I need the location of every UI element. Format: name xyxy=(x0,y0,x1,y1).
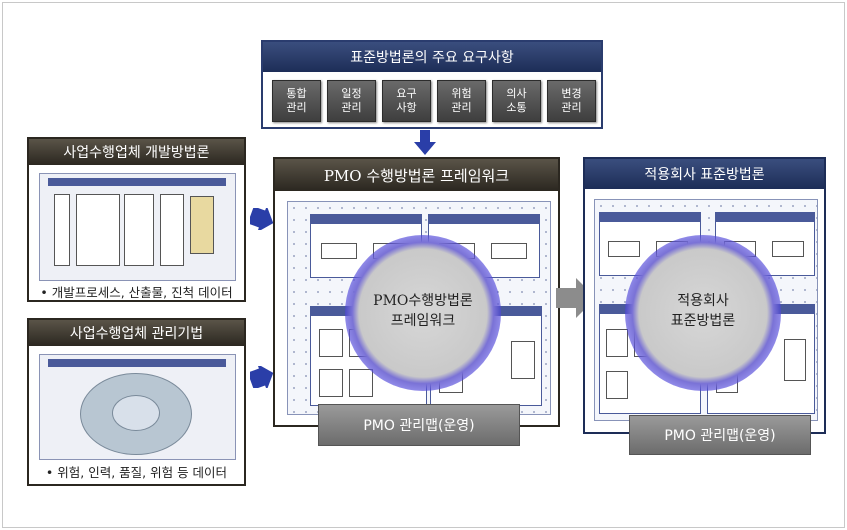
req-integration: 통합 관리 xyxy=(272,80,321,122)
right-arrow-bottom xyxy=(250,366,274,388)
company-standard-panel: 적용회사 표준방법론 적용회사 표준방법론 xyxy=(583,157,826,434)
management-technique-thumbnail xyxy=(39,354,236,460)
req-risk: 위험 관리 xyxy=(437,80,486,122)
dev-methodology-title: 사업수행업체 개발방법론 xyxy=(29,139,244,165)
pmo-framework-panel: PMO 수행방법론 프레임워크 PMO수행방법론 프레임워크 xyxy=(273,157,560,427)
company-standard-title: 적용회사 표준방법론 xyxy=(585,159,824,189)
requirements-box: 표준방법론의 주요 요구사항 통합 관리 일정 관리 요구 사항 위험 관리 의… xyxy=(261,40,603,129)
req-communication: 의사 소통 xyxy=(492,80,541,122)
req-change: 변경 관리 xyxy=(547,80,596,122)
dev-methodology-thumbnail xyxy=(39,173,236,281)
right-arrow-top xyxy=(250,208,274,230)
management-technique-caption: • 위험, 인력, 품질, 위험 등 데이터 xyxy=(45,465,228,480)
req-requirements: 요구 사항 xyxy=(382,80,431,122)
pmo-map-right: PMO 관리맵(운영) xyxy=(629,415,811,455)
dev-methodology-panel: 사업수행업체 개발방법론 • 개발프로세스, 산출물, 진척 데이터 xyxy=(27,137,246,302)
company-standard-glow xyxy=(625,235,781,391)
requirements-title: 표준방법론의 주요 요구사항 xyxy=(263,42,601,72)
management-technique-title: 사업수행업체 관리기법 xyxy=(29,320,244,346)
company-standard-circle-label: 적용회사 표준방법론 xyxy=(670,293,736,329)
dev-methodology-caption: • 개발프로세스, 산출물, 진척 데이터 xyxy=(40,285,233,300)
pmo-framework-title: PMO 수행방법론 프레임워크 xyxy=(275,159,558,191)
req-schedule: 일정 관리 xyxy=(327,80,376,122)
pmo-framework-glow xyxy=(345,235,501,391)
management-technique-panel: 사업수행업체 관리기법 • 위험, 인력, 품질, 위험 등 데이터 xyxy=(27,318,246,486)
down-arrow xyxy=(414,130,436,155)
pmo-framework-circle-label: PMO수행방법론 프레임워크 xyxy=(373,293,473,329)
pmo-map-center: PMO 관리맵(운영) xyxy=(318,404,520,446)
